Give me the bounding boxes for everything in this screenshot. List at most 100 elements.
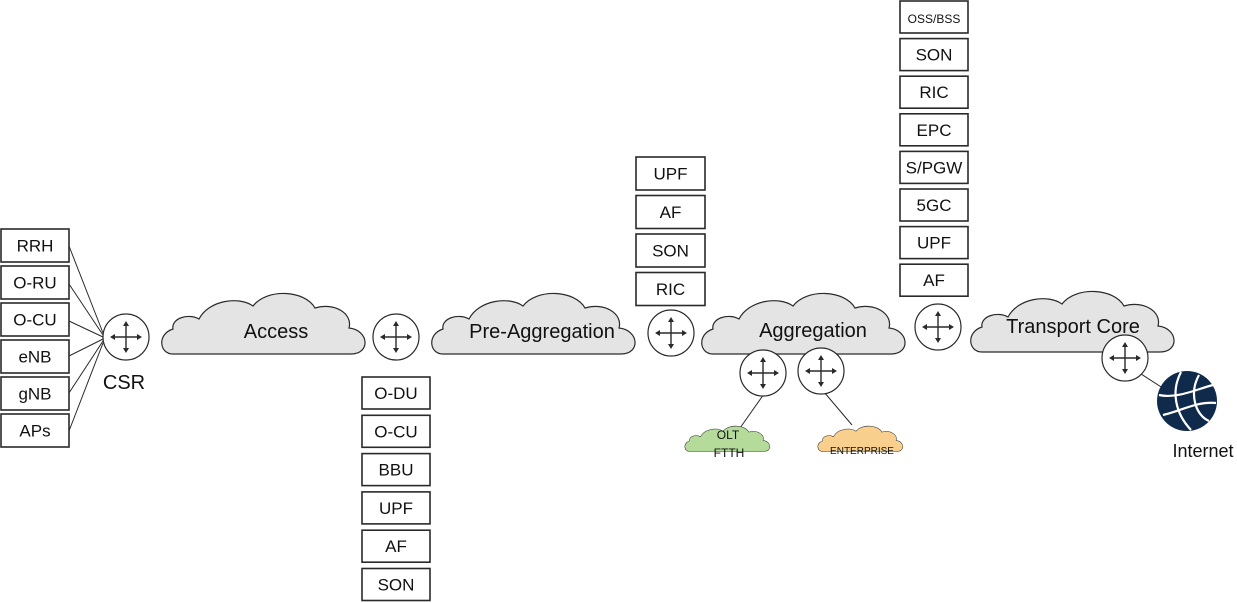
stack-box: gNB [0, 376, 70, 411]
stack-box: AF [361, 529, 431, 564]
olt-ftth-cloud: OLT FTTH [684, 425, 771, 460]
stack-box-border [899, 113, 969, 147]
aggregation-cloud-label: Aggregation [759, 320, 867, 342]
router-icon [1101, 334, 1149, 382]
stack-box: SON [361, 567, 431, 602]
enterprise-cloud-label: ENTERPRISE [830, 446, 894, 457]
stack-box-border [899, 263, 969, 298]
stack-box: O-DU [361, 376, 431, 410]
pre-aggregation-cloud: Pre-Aggregation [431, 292, 636, 355]
stack-box-label: BBU [379, 461, 414, 480]
stack-box-border [635, 194, 706, 230]
stack-box-border [0, 228, 70, 263]
stack-box-label: SON [652, 242, 689, 261]
router-icon [647, 309, 695, 357]
stack-box-label: SON [916, 46, 953, 65]
stack-box-label: RIC [656, 280, 685, 299]
olt-cloud-label: OLT [717, 428, 740, 442]
router-icon [102, 313, 150, 361]
router-icon [914, 303, 962, 351]
link-oru-csr [68, 283, 104, 336]
link-router-enterprise [823, 391, 853, 426]
router-icon [739, 349, 787, 397]
stack-box-label: AF [385, 537, 407, 556]
stack-box-border [0, 376, 70, 411]
stack-box-border [0, 265, 70, 300]
stack-box: UPF [635, 156, 706, 191]
stack-box: O-RU [0, 265, 70, 300]
stack-box: SON [635, 233, 706, 268]
stack-box: RIC [899, 75, 969, 109]
stack-box-label: O-DU [374, 384, 417, 403]
stack-box-border [899, 225, 969, 260]
link-router-olt [739, 393, 765, 429]
stack-box: eNB [0, 339, 70, 374]
stack-box: O-CU [361, 414, 431, 449]
stack-box-label: eNB [18, 348, 51, 367]
stack-box: 5GC [899, 188, 969, 222]
csr-label: CSR [103, 372, 145, 394]
transport-core-cloud-label: Transport Core [1006, 316, 1140, 338]
stack-box: EPC [899, 113, 969, 147]
stack-box-label: O-CU [13, 311, 56, 330]
stack-box-label: O-RU [13, 274, 56, 293]
link-ocu-csr [68, 320, 104, 338]
stack-box: BBU [361, 452, 431, 487]
stack-box-label: UPF [654, 165, 688, 184]
stack-box-label: AF [660, 203, 682, 222]
router-icon [797, 347, 845, 395]
stack-box: APs [0, 413, 70, 448]
globe-icon [1157, 371, 1217, 431]
stack-box-label: UPF [379, 499, 413, 518]
stack-box-border [0, 302, 70, 337]
stack-box: RIC [635, 271, 706, 307]
stack-box-border [899, 188, 969, 222]
pre-aggregation-stack: UPF AF SON RIC [635, 156, 706, 307]
stack-box-label: gNB [18, 385, 51, 404]
stack-box-label: RIC [919, 83, 948, 102]
stack-box-label: UPF [917, 234, 951, 253]
stack-box-border [361, 452, 431, 487]
stack-box: RRH [0, 228, 70, 263]
stack-box-label: O-CU [374, 422, 417, 441]
stack-box-label: S/PGW [906, 158, 963, 177]
stack-box-border [361, 414, 431, 449]
stack-box-border [361, 567, 431, 602]
router-icon [372, 313, 420, 361]
clouds-layer: Access Pre-Aggregation Aggregation Trans… [161, 290, 1175, 460]
access-cloud-label: Access [244, 321, 308, 343]
link-rrh-csr [68, 245, 104, 334]
stack-box: AF [635, 194, 706, 230]
stack-box-border [361, 529, 431, 564]
internet-label: Internet [1172, 441, 1233, 461]
stack-box-border [361, 491, 431, 525]
stack-box: UPF [899, 225, 969, 260]
stack-box-border [899, 0, 969, 34]
ftth-cloud-label: FTTH [714, 446, 745, 460]
stack-box: S/PGW [899, 150, 969, 185]
stack-box-border [0, 413, 70, 448]
stack-box-label: SON [378, 576, 415, 595]
stack-box-border [635, 233, 706, 268]
stack-box-border [635, 271, 706, 307]
link-enb-csr [68, 338, 104, 357]
stack-box-border [899, 75, 969, 109]
pre-aggregation-cloud-label: Pre-Aggregation [469, 321, 615, 343]
transport-core-cloud: Transport Core [970, 290, 1175, 353]
access-stack: O-DU O-CU BBU UPF AF SON [361, 376, 431, 602]
stack-box-label: OSS/BSS [908, 12, 961, 26]
stack-box: AF [899, 263, 969, 298]
core-stack: OSS/BSS SON RIC EPC S/PGW 5GC UPF AF [899, 0, 969, 298]
link-aps-csr [68, 342, 104, 432]
cell-site-stack: RRH O-RU O-CU eNB gNB APs [0, 228, 70, 448]
stack-box-border [361, 376, 431, 410]
stack-box-border [0, 339, 70, 374]
links-layer [68, 245, 1173, 432]
stack-box-label: 5GC [917, 196, 952, 215]
stack-box: O-CU [0, 302, 70, 337]
enterprise-cloud: ENTERPRISE [817, 425, 904, 457]
aggregation-cloud: Aggregation [701, 292, 906, 355]
stack-box-label: EPC [917, 121, 952, 140]
stack-box: OSS/BSS [899, 0, 969, 34]
